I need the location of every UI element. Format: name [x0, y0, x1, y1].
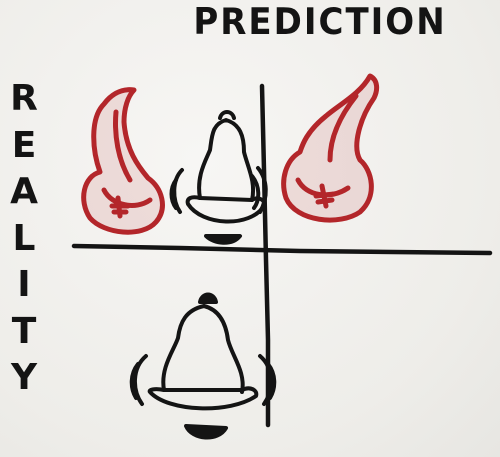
reality-axis-label: REALITY: [10, 78, 38, 398]
bell-icon: [129, 292, 277, 440]
bell-icon: [169, 110, 268, 245]
vertical-axis-line: [259, 83, 271, 428]
horn-icon: [81, 87, 165, 235]
horizontal-axis-line: [71, 243, 493, 256]
prediction-axis-label: PREDICTION: [193, 0, 447, 44]
horn-icon: [281, 73, 380, 223]
